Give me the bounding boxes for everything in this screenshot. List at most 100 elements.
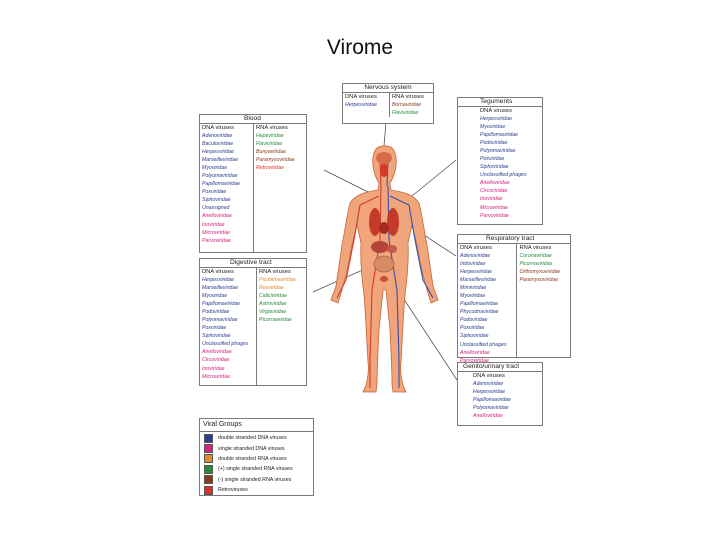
human-body — [330, 145, 439, 393]
box-title: Respiratory tract — [458, 235, 570, 244]
virus-family: Myoviridae — [202, 293, 228, 300]
legend-swatch — [204, 433, 213, 443]
legend-label: double stranded DNA viruses — [218, 435, 287, 442]
virus-family: Inoviridae — [202, 365, 225, 372]
virus-family: Anelloviridae — [202, 213, 232, 220]
liver — [371, 241, 389, 253]
virus-family: Poxviridae — [480, 156, 505, 163]
virus-family: Unassigned — [202, 205, 230, 212]
virus-family: Unclassified phages — [460, 341, 507, 348]
virus-family: Coronaviridae — [519, 253, 552, 259]
virus-family: Papillomaviridae — [473, 397, 512, 404]
brain — [376, 152, 392, 164]
column-header: RNA viruses — [519, 245, 552, 251]
virus-family: Marseilleviridae — [202, 285, 239, 292]
legend-swatch — [204, 485, 213, 495]
legend-label: (+) single stranded RNA viruses — [218, 466, 293, 473]
virus-family: Microviridae — [202, 373, 230, 380]
virus-family: Flaviviridae — [256, 141, 283, 148]
legend-item: double stranded DNA viruses — [200, 433, 313, 443]
virus-family: Anelloviridae — [480, 180, 510, 187]
virus-family: Adenoviridae — [460, 253, 491, 259]
virus-family: Picobirnaviridae — [259, 277, 296, 283]
virus-family: Herpesviridae — [202, 277, 235, 283]
viral-groups-legend: Viral Groups double stranded DNA viruses… — [199, 418, 314, 496]
column-header: RNA viruses — [391, 94, 424, 100]
column-header: DNA viruses — [480, 108, 512, 114]
nervous-system-box: Nervous system DNA viruses Herpesviridae… — [342, 83, 434, 124]
virus-family: Podoviridae — [460, 317, 488, 324]
column-header: DNA viruses — [202, 269, 234, 275]
virus-family: Siphoviridae — [202, 197, 231, 204]
virus-family: Bornaviridae — [391, 102, 422, 108]
virus-family: Herpesviridae — [480, 116, 513, 122]
bladder — [380, 276, 388, 282]
virus-family: Paramyxoviridae — [256, 157, 295, 164]
virus-family: Flaviviridae — [391, 110, 419, 117]
virus-family: Adenoviridae — [473, 381, 504, 387]
virus-family: Marseilleviridae — [460, 277, 497, 284]
virus-family: Bunyaviridae — [256, 149, 286, 156]
virus-family: Retroviridae — [256, 165, 284, 172]
virus-family: Herpesviridae — [345, 102, 378, 108]
virus-family: Papillomaviridae — [480, 132, 519, 139]
virus-family: Parvoviridae — [460, 357, 489, 364]
virus-family: Papillomaviridae — [202, 301, 241, 308]
virus-family: Microviridae — [202, 229, 230, 236]
legend-item: (-) single stranded RNA viruses — [200, 475, 313, 485]
virus-family: Hepeviridae — [256, 133, 284, 139]
virus-family: Papillomaviridae — [202, 181, 241, 188]
virus-family: Parvoviridae — [480, 212, 509, 219]
box-title: Genito/urinary tract — [458, 363, 542, 372]
legend-item: Retroviruses — [200, 485, 313, 495]
virus-family: Podoviridae — [480, 140, 508, 147]
virus-family: Papillomaviridae — [460, 301, 499, 308]
box-title: Teguments — [458, 98, 542, 107]
virus-family: Mimiviridae — [460, 285, 487, 292]
column-header: DNA viruses — [460, 245, 492, 251]
connector-teguments — [411, 159, 457, 197]
virus-family: Anelloviridae — [202, 349, 232, 356]
virus-family: Picornaviridae — [519, 261, 553, 268]
connector-blood — [323, 169, 373, 195]
legend-item: double stranded RNA viruses — [200, 454, 313, 464]
virus-family: Unclassified phages — [202, 341, 249, 348]
virus-family: Siphoviridae — [480, 164, 509, 171]
virus-list: Herpesviridae — [345, 101, 387, 109]
virus-family: Polyomaviridae — [202, 317, 238, 324]
virus-family: Poxviridae — [202, 189, 227, 196]
virus-family: Virgaviridae — [259, 309, 287, 316]
legend-label: double stranded RNA viruses — [218, 455, 287, 462]
virus-family: Paramyxoviridae — [519, 277, 559, 284]
virus-family: Iridoviridae — [460, 261, 486, 268]
virus-family: Myoviridae — [480, 124, 506, 131]
legend-title: Viral Groups — [200, 419, 313, 432]
stomach — [387, 245, 397, 253]
virus-family: Circoviridae — [480, 188, 508, 195]
virus-family: Baculoviridae — [202, 141, 234, 148]
legend-swatch — [204, 454, 213, 464]
virus-family: Siphoviridae — [460, 333, 489, 340]
virus-family: Reoviridae — [259, 285, 284, 292]
virus-family: Myoviridae — [202, 165, 228, 172]
box-title: Nervous system — [343, 84, 433, 93]
virus-family: Orthomyxoviridae — [519, 269, 561, 276]
virus-family: Astroviridae — [259, 301, 287, 308]
brain-stem — [380, 163, 388, 177]
